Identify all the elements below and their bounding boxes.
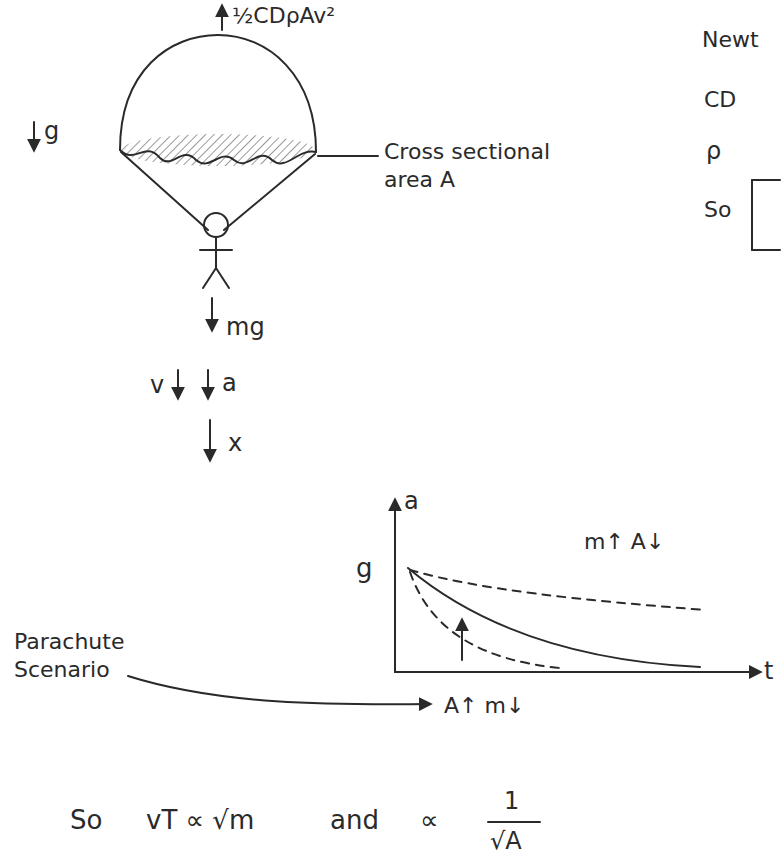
curve-label: m↑ A↓	[584, 528, 664, 556]
symbol-note: CD	[704, 86, 736, 114]
weight-label: mg	[226, 312, 265, 342]
scenario-label: Parachute Scenario	[14, 628, 144, 683]
acceleration-label: a	[222, 368, 237, 398]
symbol-note: ρ	[706, 136, 721, 166]
conclusion-text: vT ∝ √m	[146, 804, 254, 837]
axis-value: g	[356, 552, 373, 585]
conclusion-text: ∝	[420, 804, 439, 837]
axis-label: t	[764, 656, 773, 686]
area-label: Cross sectional area A	[384, 138, 562, 193]
velocity-label: v	[150, 370, 164, 400]
conclusion-text: So	[70, 804, 102, 837]
heading-fragment: Newt	[702, 26, 759, 54]
conclusion-text: and	[330, 804, 379, 837]
drag-force: ½CDρAv²	[232, 2, 335, 30]
displacement-label: x	[228, 428, 242, 458]
fraction-bottom: √A	[490, 826, 522, 856]
axis-label: a	[404, 486, 419, 516]
curve-label: A↑ m↓	[444, 692, 524, 720]
note-text: So	[704, 196, 731, 224]
gravity-label: g	[44, 116, 59, 146]
fraction-top: 1	[504, 786, 519, 816]
